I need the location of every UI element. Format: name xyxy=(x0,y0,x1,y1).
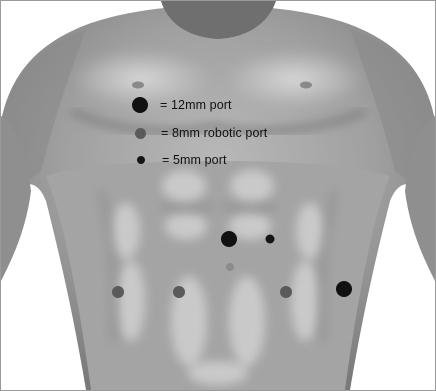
legend-marker-12mm xyxy=(132,97,148,113)
legend-label-8mm-robotic: = 8mm robotic port xyxy=(161,126,267,140)
legend-row-12mm: = 12mm port xyxy=(132,95,232,115)
legend-row-5mm: = 5mm port xyxy=(132,150,227,170)
legend-label-5mm: = 5mm port xyxy=(162,153,227,167)
right-pec-highlight xyxy=(225,49,365,109)
left-nipple xyxy=(132,82,144,89)
legend-row-8mm-robotic: = 8mm robotic port xyxy=(132,123,267,143)
port-8mm-right xyxy=(280,286,292,298)
port-12mm-right-lateral xyxy=(336,281,352,297)
legend-marker-8mm-robotic xyxy=(135,128,146,139)
port-12mm-umbilical xyxy=(221,231,237,247)
legend-label-12mm: = 12mm port xyxy=(160,98,232,112)
legend-marker-5mm xyxy=(137,156,145,164)
port-8mm-left xyxy=(173,286,185,298)
umbilicus xyxy=(226,263,234,271)
port-5mm-right-of-umbilicus xyxy=(266,235,275,244)
right-nipple xyxy=(300,82,312,89)
port-8mm-far-left xyxy=(112,286,124,298)
